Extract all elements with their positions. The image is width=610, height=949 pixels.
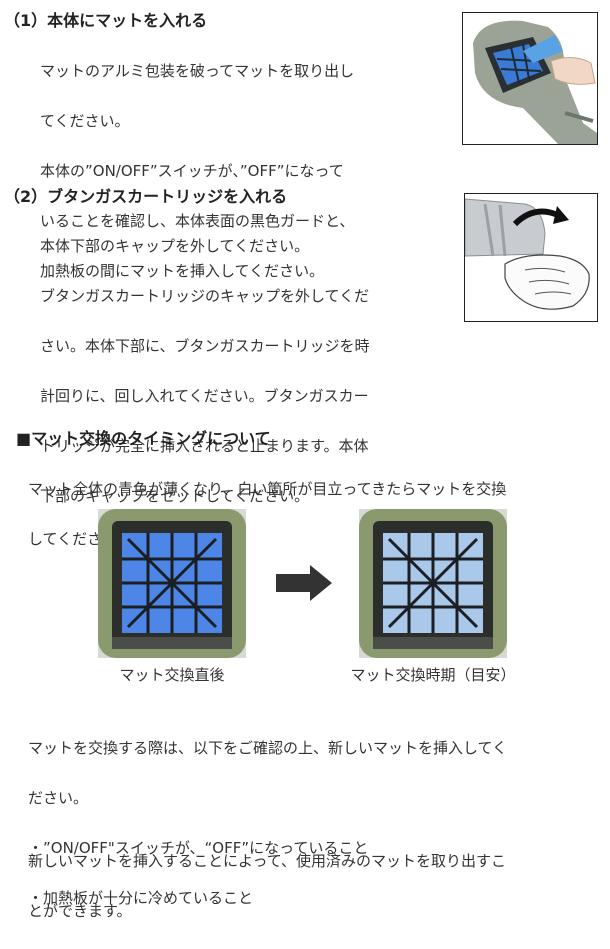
step1-line: 加熱板の間にマットを挿入してください。 [40, 262, 325, 280]
mat-used-photo [359, 509, 507, 658]
timing-line: マット全体の青色が薄くなり、白い箇所が目立ってきたらマットを交換 [28, 480, 507, 498]
step2-line: 計回りに、回し入れてください。ブタンガスカー [40, 387, 369, 405]
step1-line: マットのアルミ包装を破ってマットを取り出し [40, 62, 355, 80]
step2-text: 本体下部のキャップを外してください。 ブタンガスカートリッジのキャップを外してく… [40, 209, 370, 534]
step1-heading: （1）本体にマットを入れる [4, 11, 208, 30]
step1-text: マットのアルミ包装を破ってマットを取り出し てください。 本体の”ON/OFF”… [40, 34, 354, 309]
closing-text: 新しいマットを挿入することによって、使用済みのマットを取り出すこ とができます。 [28, 824, 506, 949]
notes-bullet: ・”ON/OFF"スイッチが、“OFF”になっていること [28, 839, 369, 857]
step2-line: さい。本体下部に、ブタンガスカートリッジを時 [40, 337, 370, 355]
step1-line: てください。 [40, 112, 130, 130]
step1-line: いることを確認し、本体表面の黒色ガードと、 [40, 212, 355, 230]
insert-mat-photo [462, 12, 598, 145]
closing-line: とができます。 [28, 902, 132, 920]
caption-before: マット交換直後 [119, 666, 225, 684]
step2-heading: （2）ブタンガスカートリッジを入れる [4, 187, 288, 206]
step2-line: トリッジが完全に挿入されると止まります。本体 [40, 437, 369, 455]
cartridge-photo [464, 193, 598, 322]
notes-line: ださい。 [28, 789, 89, 807]
closing-line: 新しいマットを挿入することによって、使用済みのマットを取り出すこ [28, 852, 507, 870]
step2-line: 本体下部のキャップを外してください。 [40, 237, 310, 255]
step2-line: 下部のキャップをセットしてください。 [40, 487, 310, 505]
notes-line: マットを交換する際は、以下をご確認の上、新しいマットを挿入してく [28, 739, 508, 757]
step1-line: 本体の”ON/OFF”スイッチが、”OFF”になって [40, 162, 344, 180]
arrow-right-icon [276, 565, 332, 601]
step2-line: ブタンガスカートリッジのキャップを外してくだ [40, 287, 370, 305]
caption-after: マット交換時期（目安） [350, 666, 516, 684]
timing-heading: ■マット交換のタイミングについて [16, 429, 271, 448]
mat-new-photo [98, 509, 246, 658]
